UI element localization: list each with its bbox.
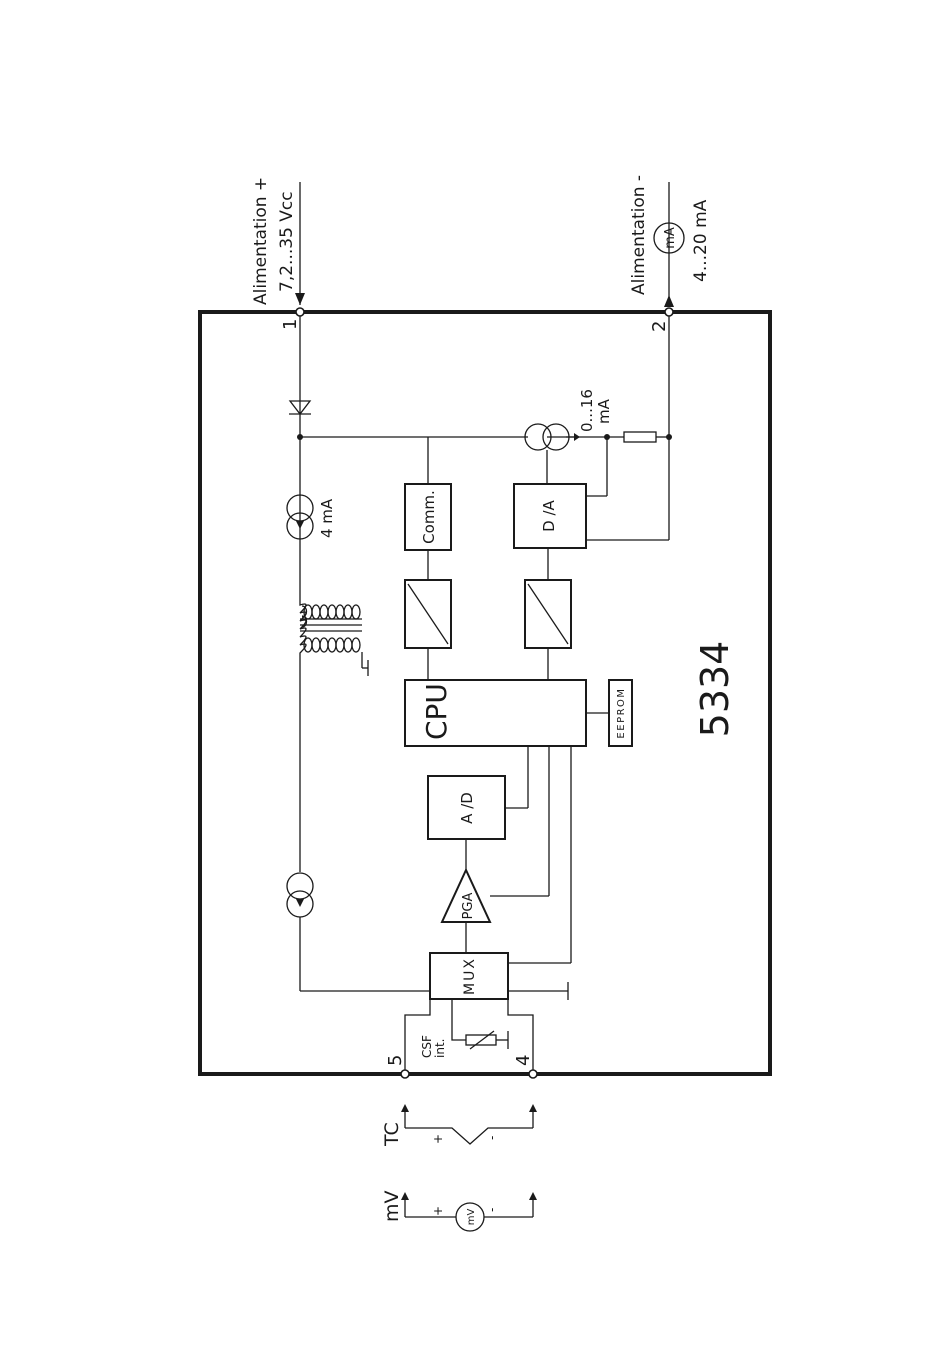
mux-label: MUX [462, 957, 478, 995]
terminal-5 [401, 1070, 409, 1078]
loop-current-range: 4...20 mA [691, 199, 711, 282]
comm-label: Comm. [420, 490, 438, 544]
supply-minus-arrow [664, 295, 674, 307]
tc-junction-wire [405, 1128, 533, 1144]
terminal-5-label: 5 [385, 1055, 406, 1066]
da-label: D /A [540, 499, 558, 531]
csf-label: CSF [420, 1035, 434, 1058]
ma-meter-label: mA [663, 227, 678, 249]
mv-meter-label: mV [466, 1209, 477, 1226]
terminal-4-label: 4 [513, 1055, 534, 1066]
source-4ma-arrow [296, 521, 304, 529]
tc-arrow-plus [401, 1104, 409, 1112]
output-current-label: 0...16 [578, 389, 596, 432]
tc-minus: - [485, 1136, 499, 1140]
terminal-1-label: 1 [280, 319, 301, 330]
input-wire-5 [405, 999, 430, 1070]
pga-label: PGA [461, 892, 476, 919]
mv-minus: - [485, 1208, 499, 1212]
eeprom-label: EEPROM [616, 687, 627, 738]
tc-arrow-minus [529, 1104, 537, 1112]
supply-plus-arrow [295, 293, 305, 305]
terminal-2-label: 2 [649, 321, 670, 332]
mv-arrow-minus [529, 1192, 537, 1200]
terminal-2 [665, 308, 673, 316]
transformer-coils [300, 605, 368, 676]
csf-int-label: int. [433, 1039, 447, 1058]
tc-plus: + [431, 1134, 445, 1144]
source-2-arrow [296, 899, 304, 907]
supply-plus-title: Alimentation + [251, 177, 271, 305]
output-source-arrow [574, 433, 580, 441]
mv-label: mV [381, 1190, 403, 1222]
sense-resistor [624, 432, 656, 442]
source-4ma-label: 4 mA [318, 498, 336, 538]
supply-minus-title: Alimentation - [629, 175, 649, 295]
terminal-4 [529, 1070, 537, 1078]
supply-plus-range: 7,2...35 Vcc [277, 191, 297, 292]
cjc-wire [452, 999, 466, 1040]
tc-label: TC [381, 1122, 403, 1147]
mv-plus: + [431, 1206, 445, 1216]
terminal-1 [296, 308, 304, 316]
model-number: 5334 [693, 641, 737, 738]
cpu-label: CPU [420, 683, 453, 740]
output-unit-label: mA [595, 398, 613, 424]
ad-label: A /D [458, 792, 476, 824]
